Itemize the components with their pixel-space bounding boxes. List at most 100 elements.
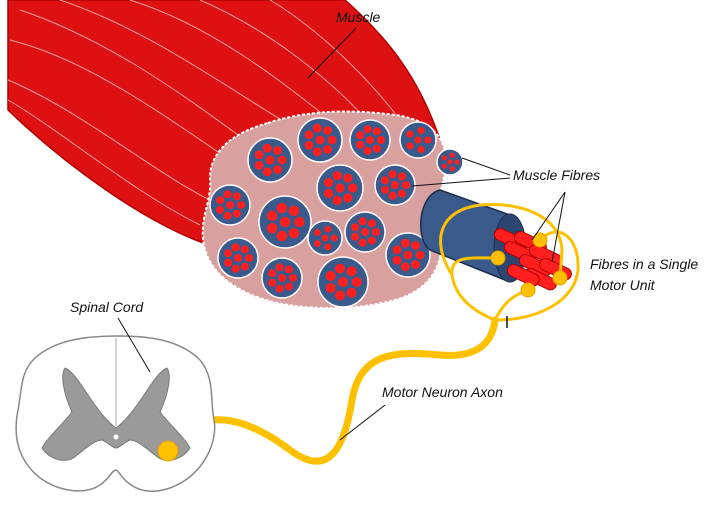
fascicle [375, 165, 415, 205]
muscle-fibre [266, 156, 275, 165]
muscle-fibre [324, 226, 331, 233]
muscle-fibre [273, 146, 282, 155]
muscle-fibre [277, 203, 287, 213]
muscle-fibre [263, 167, 272, 176]
fascicle [210, 185, 250, 225]
muscle-fibre [411, 241, 420, 250]
muscle-fibre [335, 183, 344, 192]
muscle-fibre [273, 165, 282, 174]
muscle-fibre [234, 254, 242, 262]
muscle-fibre [450, 153, 455, 158]
muscle-fibre [381, 186, 389, 194]
muscle-fibre [393, 245, 402, 254]
muscle-fibre [276, 263, 284, 271]
muscle-fibre [401, 262, 410, 271]
muscle-fibre [328, 136, 337, 145]
muscle-fibre [289, 206, 299, 216]
muscle-fibre [347, 266, 357, 276]
muscle-fibre [233, 210, 241, 218]
muscle-fibre [356, 141, 364, 149]
muscle-fibre [313, 124, 322, 133]
muscle-fibre [338, 277, 348, 287]
muscle-label: Muscle [336, 9, 380, 26]
muscle-fibre [326, 271, 336, 281]
muscle-fibre [366, 136, 374, 144]
motor-neuron-axon-label: Motor Neuron Axon [382, 384, 503, 401]
muscle-fibre [314, 240, 321, 247]
muscle-fibre [401, 239, 410, 248]
muscle-fibre [347, 288, 357, 298]
muscle-fibre [224, 190, 232, 198]
central-canal [114, 435, 119, 440]
muscle-fibre [424, 136, 431, 143]
muscle-fibre [237, 201, 245, 209]
muscle-fibre [280, 217, 290, 227]
muscle-fibre [359, 217, 367, 225]
muscle-fibre [224, 259, 232, 267]
terminal-dot [521, 283, 535, 297]
muscle-fibre [361, 228, 369, 236]
muscle-fibre [233, 192, 241, 200]
muscle-fibre [455, 159, 460, 164]
muscle-fibre [314, 229, 321, 236]
muscle-fibre [316, 136, 325, 145]
muscle-fibres-label: Muscle Fibres [513, 167, 600, 184]
muscle-fibre [373, 145, 381, 153]
muscle-fibre [294, 217, 304, 227]
muscle-fibre [411, 260, 420, 269]
muscle-fibre [335, 290, 345, 300]
muscle-fibre [241, 263, 249, 271]
muscle-fibre [406, 131, 413, 138]
fascicle [350, 120, 390, 160]
muscle-fibre [348, 183, 357, 192]
muscle-fibre [224, 212, 232, 220]
muscle-fibre [323, 126, 332, 135]
fascicle [218, 238, 258, 278]
muscle-fibre [417, 127, 424, 134]
terminal-dot [491, 251, 505, 265]
motor-neuron-cell-body [158, 441, 178, 461]
muscle-fibre [368, 237, 376, 245]
muscle-fibre [285, 283, 293, 291]
muscle-fibre [326, 283, 336, 293]
muscle-fibre [268, 269, 276, 277]
muscle-fibre [232, 265, 240, 273]
muscle-fibre [389, 192, 397, 200]
muscle-fibre [305, 130, 314, 139]
muscle-fibre [232, 243, 240, 251]
muscle-fibre [402, 181, 410, 189]
muscle-fibre [324, 243, 331, 250]
fascicle [345, 212, 385, 252]
fibres-single-motor-unit-label-1: Fibres in a Single [590, 256, 698, 273]
muscle-fibre [255, 161, 264, 170]
muscle-fibre [398, 190, 406, 198]
muscle-fibre [267, 223, 277, 233]
fascicle [259, 196, 311, 248]
muscle-fibre [331, 235, 338, 242]
muscle-fibre [343, 174, 352, 183]
muscle-fibre [417, 146, 424, 153]
muscle-fibre [343, 193, 352, 202]
fascicle [262, 258, 302, 298]
muscle-fibre [278, 274, 286, 282]
spinal-cord-cross-section-icon [16, 336, 215, 491]
muscle-fibre [267, 211, 277, 221]
muscle-fibre [255, 150, 264, 159]
fibres-single-motor-unit-label-2: Motor Unit [590, 277, 655, 294]
muscle-fibre [368, 219, 376, 227]
muscle-fibre [305, 141, 314, 150]
leader-fibres-a [462, 158, 510, 175]
muscle-fibre [381, 176, 389, 184]
muscle-fibre [324, 189, 333, 198]
terminal-dot [553, 271, 567, 285]
fascicle [318, 257, 368, 307]
muscle-fibre [277, 231, 287, 241]
muscle-fibre [442, 155, 447, 160]
muscle-fibre [241, 245, 249, 253]
muscle-fibre [289, 228, 299, 238]
muscle-fibre [226, 201, 234, 209]
fascicle [400, 122, 436, 158]
muscle-fibre [442, 164, 447, 169]
fascicle [308, 221, 342, 255]
muscle-fibre [313, 147, 322, 156]
